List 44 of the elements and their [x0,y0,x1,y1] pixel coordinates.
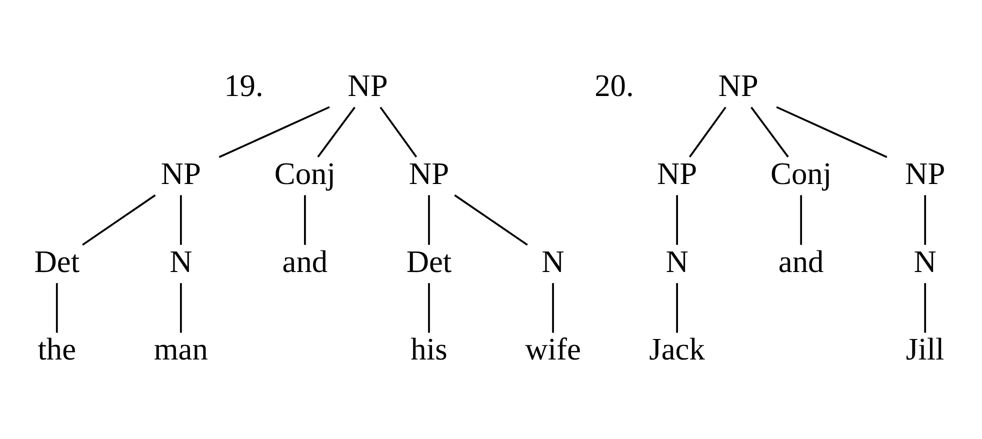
connector [56,282,58,332]
connector [924,282,926,332]
connector [380,106,418,157]
connector [304,194,306,244]
node-text: the [38,331,76,366]
connector [180,282,182,332]
node-text: Conj [274,155,336,190]
label: 20. [594,67,634,102]
connector [218,106,330,158]
node-text: NP [718,67,758,102]
connector [924,194,926,244]
node-text: his [410,331,448,366]
node-text: N [542,243,564,278]
connector [776,106,888,158]
connector [800,194,802,244]
node-text: Det [34,243,80,278]
label: 19. [224,67,264,102]
connector [428,194,430,244]
node-text: N [914,243,936,278]
node-text: Jack [649,331,705,366]
connector [676,282,678,332]
node-text: wife [525,331,581,366]
connector [317,106,356,157]
node-text: and [282,243,328,278]
node-text: NP [160,155,201,190]
node-text: NP [348,67,388,102]
connector [750,106,789,157]
connector [82,194,156,246]
connector [428,282,430,332]
connector [676,194,678,244]
node-text: and [778,243,824,278]
node-text: NP [656,155,698,190]
node-text: Det [406,243,452,278]
connector [552,282,554,332]
connector [454,194,528,246]
node-text: N [666,243,688,278]
node-text: NP [408,155,450,190]
node-text: man [154,331,208,366]
node-text: Jill [906,331,944,366]
node-text: Conj [770,155,832,190]
node-text: NP [905,155,946,190]
connector [688,106,726,157]
node-text: N [170,243,192,278]
connector [180,194,182,244]
